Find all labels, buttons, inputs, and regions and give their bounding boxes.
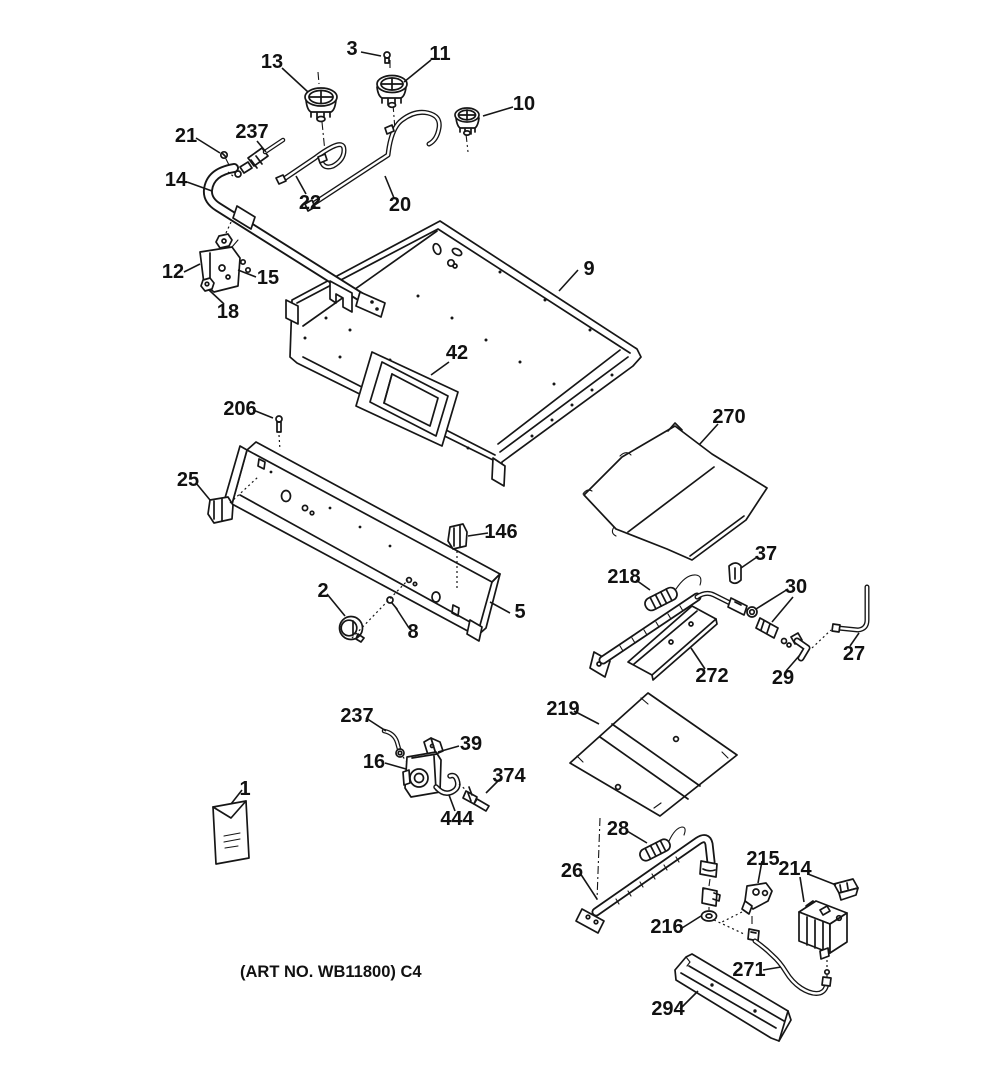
part-label-18: 18 xyxy=(217,301,239,323)
surface-burner-13 xyxy=(304,71,338,153)
part-label-216: 216 xyxy=(650,916,683,938)
part-label-219: 219 xyxy=(546,698,579,720)
part-label-13: 13 xyxy=(261,51,283,73)
part-label-42: 42 xyxy=(446,342,468,364)
part-label-27: 27 xyxy=(843,643,865,665)
clip-146 xyxy=(447,523,468,588)
part-label-444: 444 xyxy=(440,808,474,830)
gas-valve-214 xyxy=(798,878,859,983)
part-label-12: 12 xyxy=(162,261,184,283)
bottom-rail-294 xyxy=(674,953,792,1042)
surface-burner-11 xyxy=(376,60,408,131)
leader-lines xyxy=(183,51,860,1010)
part-label-214: 214 xyxy=(778,858,812,880)
part-label-271: 271 xyxy=(732,959,765,981)
part-label-9: 9 xyxy=(583,258,594,280)
burner-box xyxy=(285,220,642,487)
gas-tube-20 xyxy=(304,109,442,212)
part-label-270: 270 xyxy=(712,406,745,428)
part-label-272: 272 xyxy=(695,665,728,687)
part-label-14: 14 xyxy=(165,169,188,191)
part-label-10: 10 xyxy=(513,93,535,115)
part-label-1: 1 xyxy=(239,778,250,800)
part-label-294: 294 xyxy=(651,998,685,1020)
part-label-26: 26 xyxy=(561,860,583,882)
part-labels: 13 3 11 10 21 237 14 22 20 12 15 18 9 42… xyxy=(162,38,865,1020)
outlet-tube-444 xyxy=(433,772,461,796)
oven-igniter-218 xyxy=(644,574,702,612)
tube-237-lower xyxy=(381,728,408,763)
part-label-3: 3 xyxy=(346,38,357,60)
part-label-25: 25 xyxy=(177,469,199,491)
orifice-237-upper xyxy=(227,137,286,178)
manifold-pipe xyxy=(202,163,386,318)
part-label-21: 21 xyxy=(175,125,197,147)
clip-37 xyxy=(728,562,742,585)
heat-shield-270 xyxy=(582,422,768,561)
part-label-5: 5 xyxy=(514,601,525,623)
clip-25 xyxy=(207,476,259,524)
part-label-28: 28 xyxy=(607,818,629,840)
part-label-20: 20 xyxy=(389,194,411,216)
part-label-8: 8 xyxy=(407,621,418,643)
part-label-215: 215 xyxy=(746,848,779,870)
surface-burner-10 xyxy=(454,107,480,153)
part-label-146: 146 xyxy=(484,521,517,543)
nut-18 xyxy=(200,277,215,292)
screw-3 xyxy=(383,51,391,64)
part-label-39: 39 xyxy=(460,733,482,755)
part-label-374: 374 xyxy=(492,765,526,787)
part-label-237b: 237 xyxy=(340,705,373,727)
tube-27 xyxy=(831,584,870,633)
part-label-16: 16 xyxy=(363,751,385,773)
part-label-237a: 237 xyxy=(235,121,268,143)
oven-burner-272 xyxy=(589,590,792,681)
part-label-22: 22 xyxy=(299,192,321,214)
part-label-2: 2 xyxy=(317,580,328,602)
literature-packet-1 xyxy=(212,800,250,865)
box-opening-42 xyxy=(355,351,459,447)
screw-21 xyxy=(219,150,230,166)
heat-shield-219 xyxy=(569,692,738,901)
bracket-215 xyxy=(721,882,773,926)
shutter-knob-2 xyxy=(338,615,365,643)
broil-burner-26 xyxy=(575,834,745,935)
art-number-note: (ART NO. WB11800) C4 xyxy=(240,963,422,981)
part-label-37: 37 xyxy=(755,543,777,565)
part-label-29: 29 xyxy=(772,667,794,689)
part-label-11: 11 xyxy=(429,43,450,65)
elbow-29 xyxy=(790,629,832,662)
part-label-15: 15 xyxy=(257,267,279,289)
gas-tube-22 xyxy=(275,142,347,185)
part-label-218: 218 xyxy=(607,566,640,588)
broil-igniter-28 xyxy=(639,826,686,862)
orifice-374 xyxy=(458,783,490,812)
part-label-30: 30 xyxy=(785,576,807,598)
tube-271 xyxy=(747,928,832,996)
screw-206 xyxy=(275,415,283,451)
part-label-206: 206 xyxy=(223,398,256,420)
